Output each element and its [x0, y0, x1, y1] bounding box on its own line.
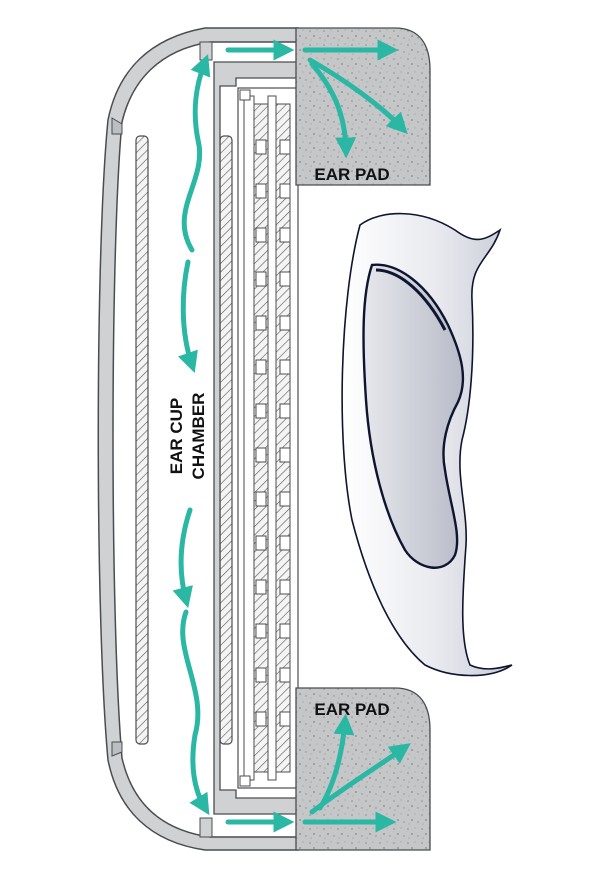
magnet-slot: [255, 403, 267, 419]
airflow-arrow: [180, 609, 210, 816]
ear-pad-top-label: EAR PAD: [314, 165, 389, 184]
magnet-slot: [279, 315, 291, 331]
airflow-arrow: [307, 57, 408, 135]
ear-cup-chamber-label: EAR CUP CHAMBER: [167, 393, 208, 480]
magnet-slot: [255, 227, 267, 243]
magnet-slot: [255, 139, 267, 155]
magnet-slot: [279, 139, 291, 155]
magnet-slot: [279, 227, 291, 243]
magnet-slot: [279, 579, 291, 595]
magnet-slot: [255, 491, 267, 507]
magnet-slot: [279, 183, 291, 199]
magnet-slot: [279, 447, 291, 463]
ear-pad-bottom: [295, 687, 431, 851]
airflow-arrow: [317, 713, 355, 811]
ear-pad-top: [295, 27, 431, 186]
magnet-slot: [255, 535, 267, 551]
baffle-damping-strip: [219, 135, 233, 745]
chamber-label-line1: EAR CUP: [167, 398, 186, 475]
magnet-slot: [255, 623, 267, 639]
ear-illustration: [341, 212, 513, 677]
airflow-arrow: [177, 259, 198, 373]
magnet-slot: [255, 183, 267, 199]
magnet-slot: [255, 667, 267, 683]
magnet-slot: [279, 491, 291, 507]
airflow-arrows: [172, 39, 411, 833]
left-damping-strip: [135, 135, 149, 745]
driver-assembly: [239, 89, 291, 787]
magnet-slot: [279, 623, 291, 639]
airflow-arrow: [309, 61, 357, 159]
magnet-slot: [279, 667, 291, 683]
magnet-slot: [279, 535, 291, 551]
magnet-slot: [279, 403, 291, 419]
chamber-label-line2: CHAMBER: [189, 393, 208, 480]
magnet-slot: [279, 359, 291, 375]
airflow-arrow: [172, 507, 193, 609]
magnet-slot: [255, 579, 267, 595]
magnet-slot: [279, 271, 291, 287]
ear-pad-bottom-label: EAR PAD: [314, 700, 389, 719]
magnet-slot: [255, 447, 267, 463]
magnet-slot: [255, 711, 267, 727]
driver-magnet-slots: [255, 139, 291, 727]
magnet-slot: [255, 271, 267, 287]
magnet-slot: [279, 711, 291, 727]
magnet-slot: [255, 315, 267, 331]
airflow-arrow: [181, 54, 211, 253]
magnet-slot: [255, 359, 267, 375]
